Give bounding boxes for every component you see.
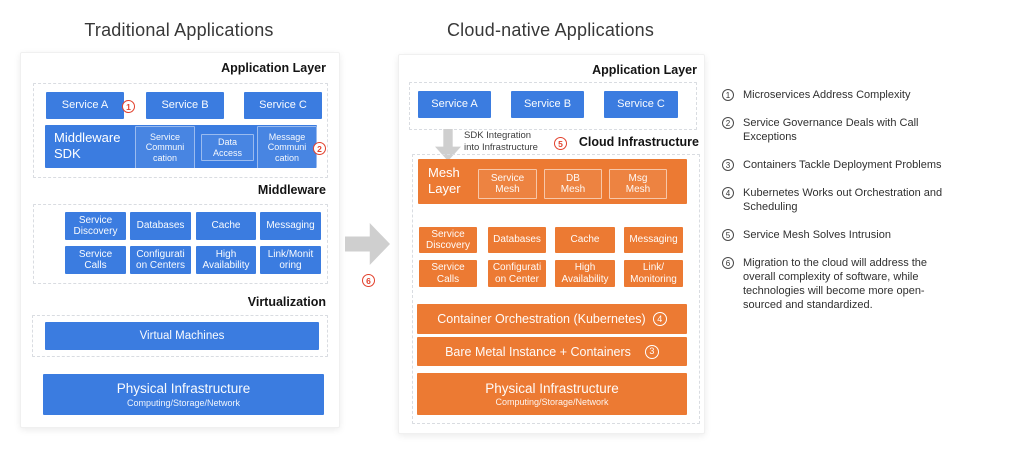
right-link-monitoring-box: Link/ Monitoring bbox=[624, 260, 683, 287]
note-item-6: 6 Migration to the cloud will address th… bbox=[722, 256, 988, 312]
right-service-a-box: Service A bbox=[418, 91, 491, 118]
note-3-number-icon: 3 bbox=[722, 159, 734, 171]
left-link-monitoring-box: Link/Monit oring bbox=[260, 246, 321, 274]
note-item-3: 3 Containers Tackle Deployment Problems bbox=[722, 158, 988, 172]
bare-metal-label: Bare Metal Instance + Containers bbox=[445, 344, 631, 359]
left-service-a-box: Service A bbox=[46, 92, 124, 119]
cloud-infrastructure-label: Cloud Infrastructure bbox=[578, 135, 699, 149]
left-physical-infrastructure-box: Physical Infrastructure Computing/Storag… bbox=[43, 374, 324, 415]
left-high-availability-box: High Availability bbox=[196, 246, 256, 274]
badge-2-icon: 2 bbox=[313, 142, 326, 155]
right-physical-title: Physical Infrastructure bbox=[485, 380, 619, 396]
traditional-apps-panel: Application Layer Service A Service B Se… bbox=[20, 52, 340, 428]
left-service-b-box: Service B bbox=[146, 92, 224, 119]
note-3-text: Containers Tackle Deployment Problems bbox=[743, 159, 942, 171]
left-application-layer-label: Application Layer bbox=[221, 61, 326, 75]
note-2-number-icon: 2 bbox=[722, 117, 734, 129]
right-application-layer-label: Application Layer bbox=[592, 63, 697, 77]
service-communication-box: Service Communi cation bbox=[135, 126, 195, 169]
note-4-number-icon: 4 bbox=[722, 187, 734, 199]
service-mesh-box: Service Mesh bbox=[478, 169, 537, 199]
middleware-sdk-box: Middleware SDK Service Communi cation Da… bbox=[45, 125, 317, 169]
msg-mesh-box: Msg Mesh bbox=[609, 169, 667, 199]
mesh-layer-box: Mesh Layer Service Mesh DB Mesh Msg Mesh bbox=[418, 159, 687, 204]
right-configuration-center-box: Configurati on Center bbox=[488, 260, 546, 287]
right-cache-box: Cache bbox=[555, 227, 615, 253]
right-service-b-box: Service B bbox=[511, 91, 584, 118]
right-physical-infrastructure-box: Physical Infrastructure Computing/Storag… bbox=[417, 373, 687, 415]
sdk-integration-note: SDK Integration into Infrastructure bbox=[464, 130, 538, 153]
traditional-apps-title: Traditional Applications bbox=[84, 20, 274, 40]
middleware-sdk-label: Middleware SDK bbox=[54, 130, 121, 162]
left-service-discovery-box: Service Discovery bbox=[65, 212, 126, 240]
bare-metal-box: Bare Metal Instance + Containers 3 bbox=[417, 337, 687, 366]
virtualization-label: Virtualization bbox=[247, 295, 326, 309]
note-item-4: 4 Kubernetes Works out Orchestration and… bbox=[722, 186, 988, 214]
left-configuration-centers-box: Configurati on Centers bbox=[130, 246, 191, 274]
badge-6-icon: 6 bbox=[362, 274, 375, 287]
note-item-2: 2 Service Governance Deals with Call Exc… bbox=[722, 116, 988, 144]
right-service-calls-box: Service Calls bbox=[419, 260, 477, 287]
note-4-text: Kubernetes Works out Orchestration and S… bbox=[743, 187, 943, 213]
note-5-text: Service Mesh Solves Intrusion bbox=[743, 229, 891, 241]
left-middleware-container bbox=[33, 204, 328, 284]
right-application-layer-container bbox=[409, 82, 697, 130]
right-messaging-box: Messaging bbox=[624, 227, 683, 253]
left-databases-box: Databases bbox=[130, 212, 191, 240]
db-mesh-box: DB Mesh bbox=[544, 169, 602, 199]
left-messaging-box: Messaging bbox=[260, 212, 321, 240]
left-application-layer-container bbox=[33, 83, 328, 178]
migration-arrow-icon bbox=[345, 223, 390, 265]
left-cache-box: Cache bbox=[196, 212, 256, 240]
left-physical-subtitle: Computing/Storage/Network bbox=[126, 397, 241, 408]
badge-5-icon: 5 bbox=[554, 137, 567, 150]
right-databases-box: Databases bbox=[488, 227, 546, 253]
annotations-list: 1 Microservices Address Complexity 2 Ser… bbox=[722, 88, 988, 326]
note-6-text: Migration to the cloud will address the … bbox=[743, 257, 928, 311]
note-item-1: 1 Microservices Address Complexity bbox=[722, 88, 988, 102]
note-5-number-icon: 5 bbox=[722, 229, 734, 241]
badge-4-icon: 4 bbox=[652, 312, 667, 326]
mesh-layer-label: Mesh Layer bbox=[428, 165, 461, 197]
right-physical-subtitle: Computing/Storage/Network bbox=[495, 397, 609, 408]
virtual-machines-box: Virtual Machines bbox=[45, 322, 319, 350]
virtualization-container bbox=[32, 315, 328, 357]
right-service-c-box: Service C bbox=[604, 91, 678, 118]
note-6-number-icon: 6 bbox=[722, 257, 734, 269]
right-service-discovery-box: Service Discovery bbox=[419, 227, 477, 253]
cloud-native-apps-title: Cloud-native Applications bbox=[446, 20, 655, 40]
right-high-availability-box: High Availability bbox=[555, 260, 615, 287]
data-access-box: Data Access bbox=[201, 134, 254, 161]
left-physical-title: Physical Infrastructure bbox=[116, 381, 251, 397]
container-orchestration-box: Container Orchestration (Kubernetes) 4 bbox=[417, 304, 687, 334]
note-1-text: Microservices Address Complexity bbox=[743, 89, 911, 101]
container-orchestration-label: Container Orchestration (Kubernetes) bbox=[437, 312, 646, 326]
note-1-number-icon: 1 bbox=[722, 89, 734, 101]
message-communication-box: Message Communi cation bbox=[257, 126, 317, 169]
badge-1-icon: 1 bbox=[122, 100, 135, 113]
cloud-infrastructure-container bbox=[412, 154, 700, 424]
note-item-5: 5 Service Mesh Solves Intrusion bbox=[722, 228, 988, 242]
cloud-native-apps-panel: Application Layer Service A Service B Se… bbox=[398, 54, 705, 434]
note-2-text: Service Governance Deals with Call Excep… bbox=[743, 117, 919, 143]
middleware-label: Middleware bbox=[257, 183, 326, 197]
left-service-c-box: Service C bbox=[244, 92, 322, 119]
badge-3-icon: 3 bbox=[644, 344, 659, 359]
left-service-calls-box: Service Calls bbox=[65, 246, 126, 274]
